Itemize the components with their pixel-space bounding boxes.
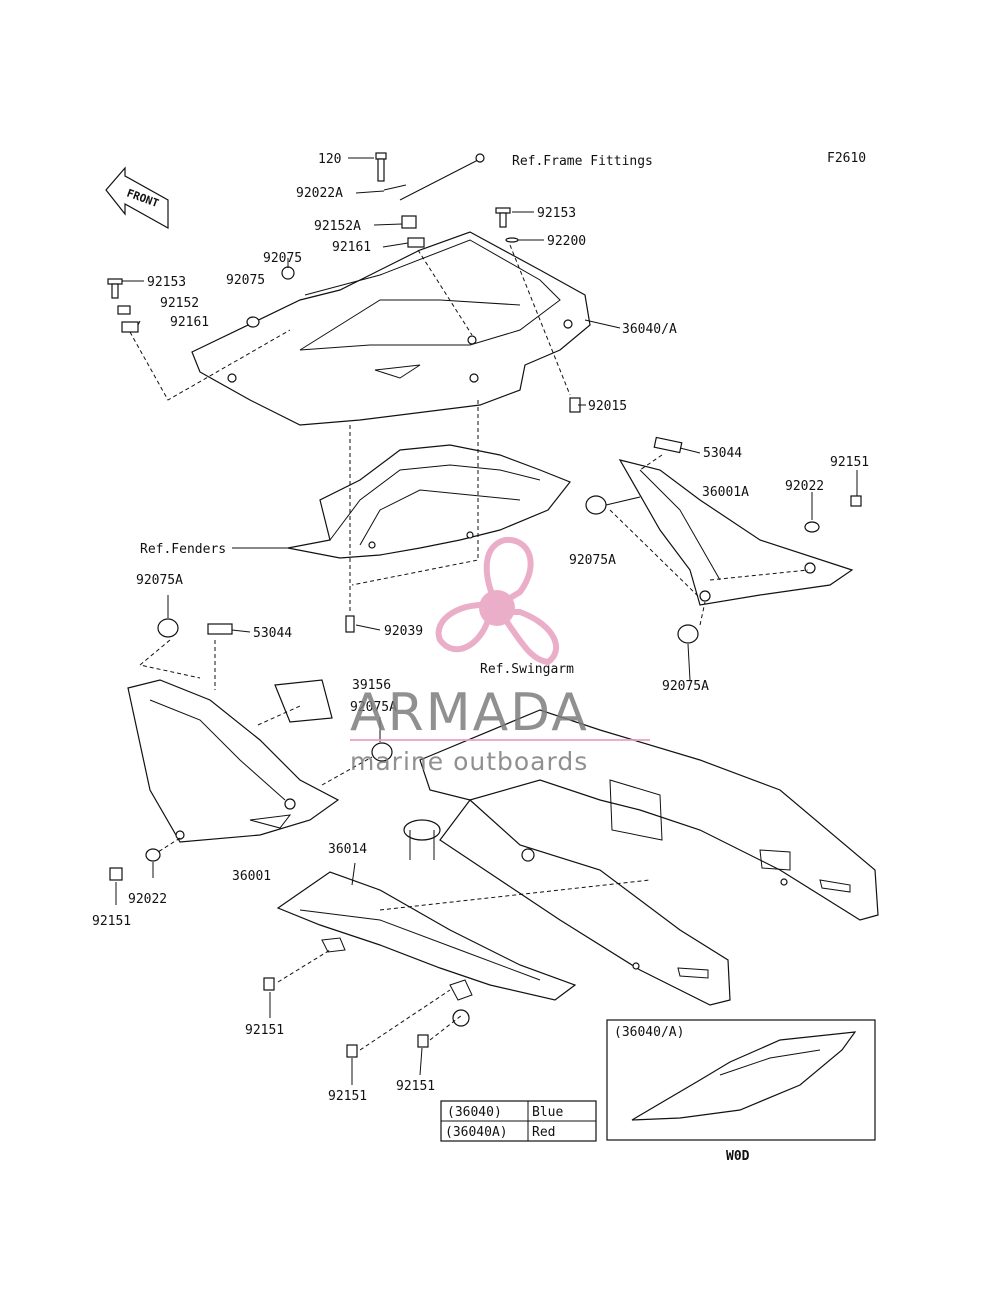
part-label: 92075A <box>350 700 397 715</box>
part-label: 92200 <box>547 234 586 249</box>
part-label: 92022 <box>785 479 824 494</box>
watermark: ARMADA marine outboards <box>350 536 650 776</box>
part-label: 36001 <box>232 869 271 884</box>
part-label: 39156 <box>352 678 391 693</box>
part-label: 92151 <box>92 914 131 929</box>
part-label: 92075A <box>662 679 709 694</box>
swingarm-frame <box>403 709 879 1006</box>
watermark-tagline: marine outboards <box>350 747 588 776</box>
part-label: 36040/A <box>622 322 677 337</box>
rear-fender-inner <box>287 444 571 559</box>
part-label: 53044 <box>253 626 292 641</box>
part-label: 92152A <box>314 219 361 234</box>
part-label: 92153 <box>537 206 576 221</box>
part-label: 92075 <box>263 251 302 266</box>
part-label: 36001A <box>702 485 749 500</box>
ref-swingarm-label: Ref.Swingarm <box>480 662 574 677</box>
side-cover-36001A <box>618 459 854 606</box>
color-table-code: (36040) <box>447 1105 502 1120</box>
part-label: 53044 <box>703 446 742 461</box>
watermark-brand: ARMADA <box>350 683 589 743</box>
front-arrow-icon: FRONT <box>105 166 169 230</box>
part-label: 120 <box>318 152 341 167</box>
ref-fenders-label: Ref.Fenders <box>140 542 226 557</box>
inset-title: (36040/A) <box>614 1025 684 1040</box>
part-label: 92151 <box>245 1023 284 1038</box>
part-label: 92153 <box>147 275 186 290</box>
part-label: 92022A <box>296 186 343 201</box>
part-label: 92075 <box>226 273 265 288</box>
part-label: 92039 <box>384 624 423 639</box>
color-table-color: Blue <box>532 1105 563 1120</box>
inset-caption: W0D <box>726 1149 750 1164</box>
part-label: 92075A <box>569 553 616 568</box>
part-label: 92151 <box>396 1079 435 1094</box>
sticker-39156 <box>274 679 333 723</box>
color-table-code: (36040A) <box>445 1125 508 1140</box>
part-label: 92151 <box>328 1089 367 1104</box>
part-label: 92022 <box>128 892 167 907</box>
color-table-color: Red <box>532 1125 555 1140</box>
figure-code: F2610 <box>827 151 866 166</box>
part-label: 92161 <box>170 315 209 330</box>
ref-frame-fittings-label: Ref.Frame Fittings <box>512 154 653 169</box>
labels: Ref.Frame Fittings Ref.Fenders Ref.Swing… <box>92 152 869 1164</box>
part-label: 92151 <box>830 455 869 470</box>
inset-box <box>606 1019 876 1141</box>
part-label: 92152 <box>160 296 199 311</box>
part-label: 92161 <box>332 240 371 255</box>
side-cover-36001 <box>127 679 340 843</box>
part-label: 36014 <box>328 842 367 857</box>
chain-guard-36014 <box>276 871 577 1001</box>
propeller-logo-icon <box>435 536 560 666</box>
part-label: 92075A <box>136 573 183 588</box>
color-table <box>440 1100 597 1142</box>
hardware-parts <box>107 152 862 1058</box>
part-label: 92015 <box>588 399 627 414</box>
seat-cover-36040 <box>191 231 591 426</box>
leader-lines <box>115 157 858 1085</box>
